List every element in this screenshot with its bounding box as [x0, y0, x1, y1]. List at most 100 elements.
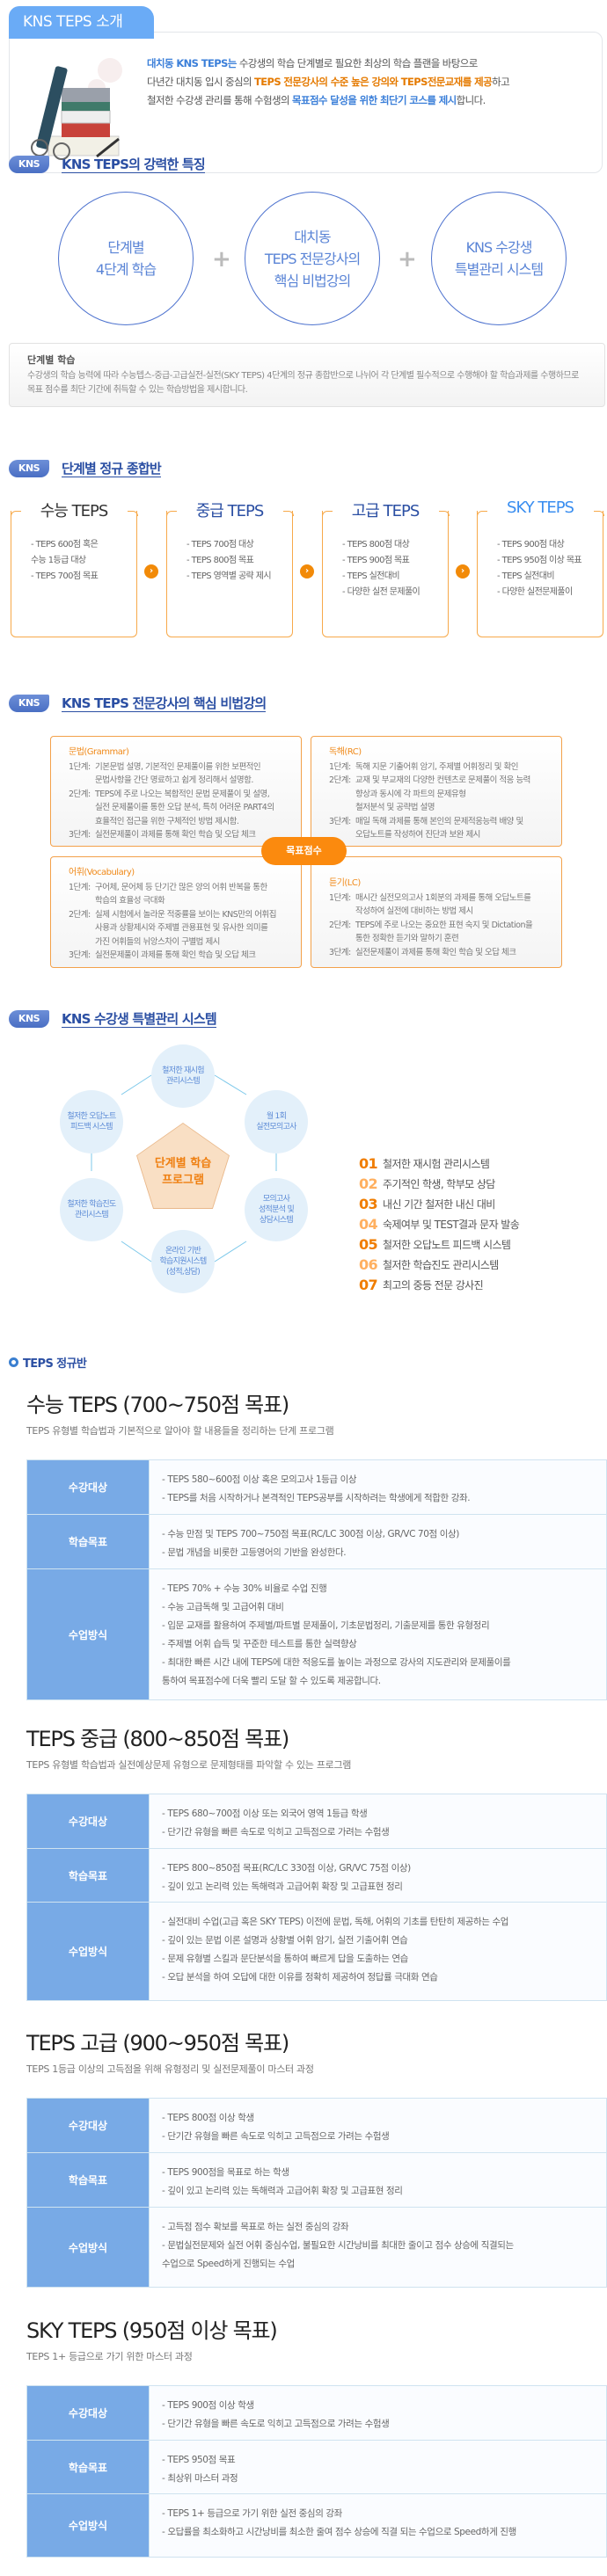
content-line: - 고득점 점수 확보를 목표로 하는 실전 중심의 강좌 — [162, 2222, 349, 2232]
management-node: 철저한 오답노트 피드백 시스템 — [60, 1090, 123, 1153]
content-line: - TEPS 680~700점 이상 또는 외국어 영역 1등급 학생 — [162, 1808, 368, 1819]
content-line: - TEPS 900점 이상 학생 — [162, 2400, 254, 2411]
step-line: TEPS에 주로 나오는 복합적인 문법 문제풀이 및 설명, — [95, 789, 270, 799]
content-line: - 깊이 있고 논리력 있는 독해력과 고급어휘 확장 및 고급표현 정리 — [162, 2186, 403, 2196]
content-line: - TEPS 800~850점 목표(RC/LC 330점 이상, GR/VC … — [162, 1863, 411, 1874]
item-text: 철저한 재시험 관리시스템 — [383, 1158, 490, 1170]
row-label: 수강대상 — [27, 1460, 150, 1514]
method-title: 문법(Grammar) — [69, 747, 129, 757]
row-content: - TEPS 800~850점 목표(RC/LC 330점 이상, GR/VC … — [150, 1849, 606, 1902]
circle-line: 대치동 — [294, 228, 331, 245]
management-list-item: 03 내신 기간 철저한 내신 대비 — [359, 1194, 519, 1214]
item-number: 05 — [359, 1236, 378, 1253]
course-title: 수능 TEPS (700~750점 목표) — [26, 1393, 289, 1417]
method-title: 어휘(Vocabulary) — [69, 868, 135, 877]
circle-line: 핵심 비법강의 — [274, 272, 351, 289]
card-item: - TEPS 800점 대상 — [342, 540, 410, 549]
course-title: TEPS 중급 (800~850점 목표) — [26, 1727, 289, 1751]
management-node: 철저한 학습진도 관리시스템 — [60, 1178, 123, 1241]
feature-circle-stage-learning: 단계별 4단계 학습 — [58, 192, 194, 325]
step-line: 매시간 실전모의고사 1회분의 과제를 통해 오답노트를 — [355, 892, 531, 903]
course-title: SKY TEPS (950점 이상 목표) — [26, 2318, 278, 2343]
row-content: - TEPS 680~700점 이상 또는 외국어 영역 1등급 학생- 단기간… — [150, 1794, 606, 1848]
item-number: 03 — [359, 1196, 378, 1212]
card-title: SKY TEPS — [507, 498, 574, 517]
content-line: - 단기간 유형을 빠른 속도로 익히고 고득점으로 가려는 수험생 — [162, 2131, 390, 2142]
step-label: 1단계: — [329, 892, 351, 903]
row-content: - TEPS 580~600점 이상 혹은 모의고사 1등급 이상- TEPS를… — [150, 1460, 606, 1514]
row-label: 학습목표 — [27, 2441, 150, 2493]
circle-line: 단계별 — [107, 239, 144, 256]
step-line: 향상과 동시에 각 파트의 문제유형 — [355, 789, 466, 799]
content-line: - 입문 교재를 활용하여 주제별/파트별 문제풀이, 기초문법정리, 기출문제… — [162, 1620, 490, 1631]
card-item: - TEPS 실전대비 — [342, 571, 400, 581]
step-line: 문법사항을 간단 명료하고 쉽게 정리해서 설명함. — [95, 775, 253, 785]
content-line: - 실전대비 수업(고급 혹은 SKY TEPS) 이전에 문법, 독해, 어휘… — [162, 1917, 509, 1927]
item-text: 내신 기간 철저한 내신 대비 — [383, 1198, 495, 1211]
row-label: 학습목표 — [27, 1849, 150, 1902]
content-line: - 주제별 어휘 습득 및 꾸준한 테스트를 통한 실력향상 — [162, 1639, 357, 1649]
item-number: 06 — [359, 1256, 378, 1273]
next-arrow-icon: › — [456, 564, 470, 579]
row-content: - TEPS 800점 이상 학생- 단기간 유형을 빠른 속도로 익히고 고득… — [150, 2099, 606, 2152]
step-lines: 실전문제풀이 과제를 통해 확인 학습 및 오답 체크 — [95, 828, 256, 842]
step-line: 효율적인 접근을 위한 구체적인 방법 제시함. — [95, 816, 239, 826]
step-line: 철저분석 및 공략법 설명 — [355, 803, 435, 812]
circle-line: TEPS 전문강사의 — [264, 250, 361, 267]
course-subtitle: TEPS 유형별 학습법과 기본적으로 알아야 할 내용들을 정리하는 단계 프… — [26, 1425, 334, 1437]
intro-segment: 철저한 수강생 관리를 통해 수험생의 — [147, 94, 292, 106]
level-card: 고급 TEPS- TEPS 800점 대상- TEPS 900점 목표- TEP… — [321, 502, 450, 637]
content-line: - 오답 분석을 하여 오답에 대한 이유를 정확히 제공하여 정답률 극대화 … — [162, 1972, 438, 1983]
step-label: 2단계: — [69, 789, 91, 799]
row-label: 수강대상 — [27, 2386, 150, 2440]
management-node: 월 1회 실전모의고사 — [245, 1090, 308, 1153]
kns-badge: KNS — [9, 695, 49, 712]
regular-class-heading: TEPS 정규반 — [9, 1354, 87, 1371]
card-corner — [593, 511, 604, 516]
levels-header: KNS 단계별 정규 종합반 — [9, 459, 162, 478]
section-title: KNS TEPS 전문강사의 핵심 비법강의 — [62, 695, 267, 712]
row-label: 수업방식 — [27, 1903, 150, 2000]
circle-bullet-icon — [9, 1357, 18, 1367]
content-line: - TEPS를 처음 시작하거나 본격적인 TEPS공부를 시작하려는 학생에게… — [162, 1493, 471, 1503]
table-row: 수강대상- TEPS 900점 이상 학생- 단기간 유형을 빠른 속도로 익히… — [27, 2386, 606, 2440]
intro-line: 다년간 대치동 입시 중심의 TEPS 전문강사의 수준 높은 강의와 TEPS… — [147, 73, 587, 91]
course-title: TEPS 고급 (900~950점 목표) — [26, 2031, 289, 2056]
card-items: - TEPS 700점 대상- TEPS 800점 목표- TEPS 영역별 공… — [186, 537, 272, 585]
table-row: 학습목표- 수능 만점 및 TEPS 700~750점 목표(RC/LC 300… — [27, 1514, 606, 1568]
table-row: 학습목표 - TEPS 800~850점 목표(RC/LC 330점 이상, GR… — [27, 1848, 606, 1902]
row-label: 수강대상 — [27, 2099, 150, 2152]
target-score-badge: 목표점수 — [261, 837, 347, 865]
card-title: 중급 TEPS — [195, 502, 265, 520]
content-line: - 오답률을 최소화하고 시간낭비를 최소한 줄여 점수 상승에 직결 되는 수… — [162, 2527, 516, 2537]
course-table: 수강대상- TEPS 800점 이상 학생- 단기간 유형을 빠른 속도로 익히… — [26, 2098, 607, 2288]
table-row: 수업방식- TEPS 1+ 등급으로 가기 위한 실전 중심의 강좌- 오답률을… — [27, 2493, 606, 2557]
content-line: - 깊이 있고 논리력 있는 독해력과 고급어휘 확장 및 고급표현 정리 — [162, 1881, 403, 1892]
card-item: - TEPS 700점 대상 — [186, 540, 254, 549]
step-lines: 실전문제풀이 과제를 통해 확인 학습 및 오답 체크 — [355, 946, 516, 960]
method-title: 듣기(LC) — [329, 878, 361, 888]
step-line: 사용과 상황제시와 주제별 관용표현 및 유사한 의미를 — [95, 923, 268, 933]
course-subtitle: TEPS 1+ 등급으로 가기 위한 마스터 과정 — [26, 2351, 193, 2362]
table-row: 수강대상- TEPS 800점 이상 학생- 단기간 유형을 빠른 속도로 익히… — [27, 2099, 606, 2152]
card-item: - TEPS 영역별 공략 제시 — [186, 571, 272, 581]
course-subtitle: TEPS 1등급 이상의 고득점을 위해 유형정리 및 실전문제풀이 마스터 과… — [26, 2063, 314, 2075]
content-line: - TEPS 950점 목표 — [162, 2455, 236, 2465]
management-node: 온라인 기반 학습지원시스템 (성적,상담) — [151, 1230, 215, 1293]
row-label: 학습목표 — [27, 2153, 150, 2207]
step-label: 3단계: — [329, 947, 351, 957]
intro-text: 대치동 KNS TEPS는 수강생의 학습 단계별로 필요한 최상의 학습 플랜… — [147, 55, 587, 110]
circle-line: 4단계 학습 — [95, 261, 157, 278]
kns-badge: KNS — [9, 460, 49, 477]
